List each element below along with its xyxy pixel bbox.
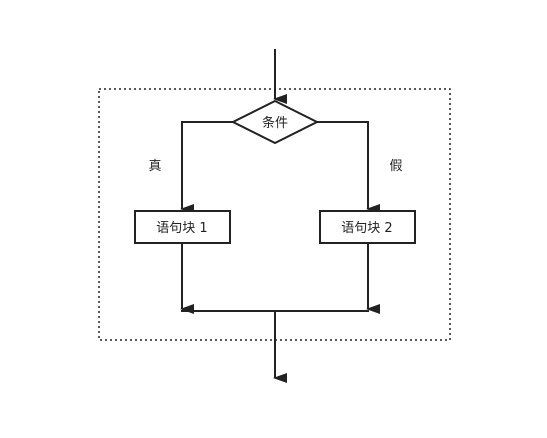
true-branch-connector — [180, 121, 233, 214]
false-branch-connector — [317, 121, 380, 214]
true-label: 真 — [148, 159, 161, 174]
condition-diamond — [230, 99, 320, 145]
statement-block-1-label: 语句块 1 — [156, 221, 207, 236]
statement-block-2-label: 语句块 2 — [341, 221, 392, 236]
condition-label: 条件 — [262, 115, 288, 131]
false-label: 假 — [389, 159, 402, 174]
